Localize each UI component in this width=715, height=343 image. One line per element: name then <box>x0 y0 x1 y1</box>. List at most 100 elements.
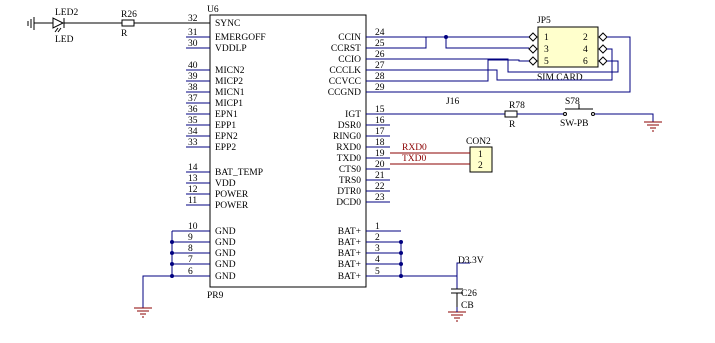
svg-text:6: 6 <box>583 57 588 67</box>
svg-text:2: 2 <box>583 33 588 43</box>
con2-pin2: 2 <box>478 161 483 171</box>
u6-right-pins: 24CCIN25CCRST26CCIO27CCCLK28CCVCC29CCGND… <box>328 28 401 282</box>
pin-number: 6 <box>188 267 193 277</box>
pin-name: VDDLP <box>215 44 247 54</box>
pin-number: 35 <box>188 116 198 126</box>
pin-number: 25 <box>375 39 385 49</box>
pin-number: 10 <box>188 222 198 232</box>
pin-name: MICN2 <box>215 66 245 76</box>
pin-number: 34 <box>188 127 198 137</box>
jp5-label: SIM CARD <box>537 73 583 83</box>
pin-name: GND <box>215 260 236 270</box>
pin-number: 24 <box>375 28 385 38</box>
sim-wiring <box>390 35 631 93</box>
s78-value: SW-PB <box>560 119 589 129</box>
s78-ground-wire <box>595 113 654 122</box>
pin-name: GND <box>215 227 236 237</box>
pin-name: CCRST <box>331 44 361 54</box>
txd-net-label: TXD0 <box>402 154 427 164</box>
pin-name: CCGND <box>328 88 361 98</box>
pin-number: 15 <box>375 105 385 115</box>
pin-name: TXD0 <box>337 154 362 164</box>
jp5-pin-markers <box>528 32 608 66</box>
ground-cap <box>448 307 466 322</box>
d33-label: D3.3V <box>458 256 484 266</box>
pin-name: BAT_TEMP <box>215 168 263 178</box>
pin-number: 30 <box>188 39 198 49</box>
ground-left-top <box>27 17 53 30</box>
u6-ref: U6 <box>207 5 219 15</box>
pin-name: VDD <box>215 179 236 189</box>
con2-body <box>469 146 493 173</box>
jp5-pin-labels: 1 3 5 2 4 6 <box>544 33 588 67</box>
gnd-bus <box>142 231 186 308</box>
pin-number: 18 <box>375 138 385 148</box>
ground-right <box>644 121 662 132</box>
pin-number: 27 <box>375 61 385 71</box>
ground-left-bottom <box>134 307 152 318</box>
pin-name: POWER <box>215 190 249 200</box>
pin-name: BAT+ <box>338 227 361 237</box>
led2-ref: LED2 <box>55 8 78 18</box>
pin-number: 16 <box>375 116 385 126</box>
pin-name: GND <box>215 238 236 248</box>
pin-name: RING0 <box>333 132 361 142</box>
pin-number: 2 <box>375 233 380 243</box>
con2-ref: CON2 <box>466 137 491 147</box>
pin-number: 23 <box>375 193 385 203</box>
pin-number: 7 <box>188 255 193 265</box>
pin-name: EPP2 <box>215 143 236 153</box>
jp5-body <box>537 26 599 68</box>
pin-name: CCIO <box>338 55 361 65</box>
pin-name: EPN1 <box>215 110 238 120</box>
s78-ref: S78 <box>565 97 580 107</box>
bat-bus <box>390 240 470 278</box>
pin-name: MICN1 <box>215 88 245 98</box>
pin-name: RXD0 <box>336 143 361 153</box>
pin-number: 21 <box>375 171 385 181</box>
pin-name: GND <box>215 249 236 259</box>
c26-ref: C26 <box>461 289 477 299</box>
r78-body <box>504 110 518 118</box>
pin-number: 17 <box>375 127 385 137</box>
s78-switch <box>563 104 595 116</box>
u6-body <box>209 14 367 288</box>
pin-name: DTR0 <box>337 187 361 197</box>
r78-value: R <box>509 120 516 130</box>
r78-ref: R78 <box>509 101 525 111</box>
u6-package: PR9 <box>207 291 224 301</box>
pin-number: 12 <box>188 185 198 195</box>
pin-number: 14 <box>188 163 198 173</box>
pin-name: EPP1 <box>215 121 236 131</box>
pin-name: DCD0 <box>336 198 361 208</box>
pin-number: 28 <box>375 72 385 82</box>
pin-name: DSR0 <box>338 121 361 131</box>
r26-ref: R26 <box>121 10 137 20</box>
led2-symbol <box>52 17 65 33</box>
